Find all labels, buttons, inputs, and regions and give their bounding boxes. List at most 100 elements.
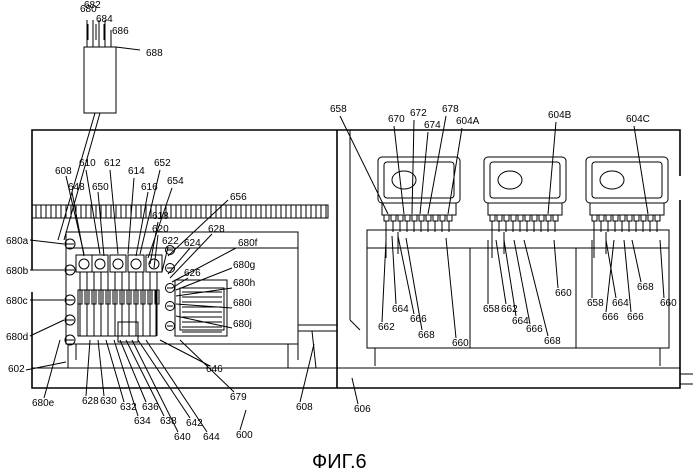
fryer-control-panel xyxy=(488,203,562,215)
leader-line xyxy=(420,132,428,214)
label-664-c: 664 xyxy=(612,298,629,309)
label-670: 670 xyxy=(388,114,405,125)
fryer-valve xyxy=(433,215,438,221)
label-600: 600 xyxy=(236,430,253,441)
lead-label-684: 684 xyxy=(96,14,113,25)
leader-line xyxy=(394,126,404,214)
label-672: 672 xyxy=(410,108,427,119)
label-610: 610 xyxy=(79,158,96,169)
label-654: 654 xyxy=(167,176,184,187)
fryer-display xyxy=(600,171,624,189)
label-680g: 680g xyxy=(233,260,255,271)
label-652: 652 xyxy=(154,158,171,169)
fryer-valve xyxy=(532,215,537,221)
fryer-hood xyxy=(484,157,566,203)
leader-line xyxy=(30,320,64,336)
fryer-window xyxy=(384,162,454,198)
label-624: 624 xyxy=(184,238,201,249)
label-680b: 680b xyxy=(6,266,29,277)
label-658-b: 658 xyxy=(483,304,500,315)
valve-block xyxy=(118,322,138,342)
burner-ring xyxy=(95,259,105,269)
figure-caption: ФИГ.6 xyxy=(312,451,367,473)
label-626: 626 xyxy=(184,268,201,279)
fryer-valve xyxy=(490,215,495,221)
left-station xyxy=(66,232,337,368)
fryer-valve xyxy=(511,215,516,221)
label-658-c: 658 xyxy=(587,298,604,309)
fryer-valve xyxy=(620,215,625,221)
fryer-valve xyxy=(504,215,509,221)
fryer-valve xyxy=(627,215,632,221)
label-612: 612 xyxy=(104,158,121,169)
control-box-label: 688 xyxy=(146,48,163,59)
label-666-c2: 666 xyxy=(627,312,644,323)
label-680d: 680d xyxy=(6,332,28,343)
label-664-a: 664 xyxy=(392,304,409,315)
fryer-control-panel xyxy=(382,203,456,215)
leader-line xyxy=(240,410,246,430)
fryer-hood xyxy=(378,157,460,203)
fryer-valve xyxy=(518,215,523,221)
fryer-valve xyxy=(634,215,639,221)
label-662-a: 662 xyxy=(378,322,395,333)
label-680a: 680a xyxy=(6,236,29,247)
label-660-a: 660 xyxy=(452,338,469,349)
fryer-valve xyxy=(412,215,417,221)
label-668-b: 668 xyxy=(544,336,561,347)
label-602: 602 xyxy=(8,364,25,375)
label-656: 656 xyxy=(230,192,247,203)
fryer-valve xyxy=(426,215,431,221)
label-604A: 604A xyxy=(456,116,480,127)
label-680i: 680i xyxy=(233,298,252,309)
fryer-valve xyxy=(599,215,604,221)
left-valves xyxy=(78,272,222,336)
label-668-c: 668 xyxy=(637,282,654,293)
leader-line xyxy=(554,240,558,288)
fryer-hood xyxy=(586,157,668,203)
fryer-control-panel xyxy=(590,203,664,215)
label-620: 620 xyxy=(152,224,169,235)
burner-ring xyxy=(79,259,89,269)
label-644: 644 xyxy=(203,432,220,443)
leader-line xyxy=(382,240,386,322)
leader-line xyxy=(392,236,396,304)
label-680j: 680j xyxy=(233,319,252,330)
leader-line xyxy=(72,192,84,256)
label-660-c: 660 xyxy=(660,298,677,309)
label-680e: 680e xyxy=(32,398,55,409)
label-680c: 680c xyxy=(6,296,28,307)
label-606: 606 xyxy=(354,404,371,415)
label-608-connector: 608 xyxy=(296,402,313,413)
label-666-c1: 666 xyxy=(602,312,619,323)
leader-line xyxy=(300,344,314,402)
leader-line xyxy=(634,126,648,214)
fryer-valve xyxy=(539,215,544,221)
label-658-top: 658 xyxy=(330,104,347,115)
fryer-valve xyxy=(655,215,660,221)
fryer-display xyxy=(498,171,522,189)
label-608: 608 xyxy=(55,166,72,177)
leader-line xyxy=(352,378,358,404)
fryer-valve xyxy=(592,215,597,221)
label-628-top: 628 xyxy=(208,224,225,235)
fryer-valve xyxy=(497,215,502,221)
fryer-valve xyxy=(391,215,396,221)
fryer-valve xyxy=(405,215,410,221)
label-604C: 604C xyxy=(626,114,650,125)
label-666-a: 666 xyxy=(410,314,427,325)
label-660-b: 660 xyxy=(555,288,572,299)
leader-line xyxy=(128,178,134,254)
leader-line xyxy=(632,240,641,282)
burner-ring xyxy=(113,259,123,269)
leader-line xyxy=(30,240,64,244)
fryer-valve xyxy=(648,215,653,221)
fryer-valve xyxy=(641,215,646,221)
label-622: 622 xyxy=(162,236,179,247)
label-650: 650 xyxy=(92,182,109,193)
label-666-b: 666 xyxy=(526,324,543,335)
label-640: 640 xyxy=(174,432,191,443)
fryer-valve xyxy=(553,215,558,221)
